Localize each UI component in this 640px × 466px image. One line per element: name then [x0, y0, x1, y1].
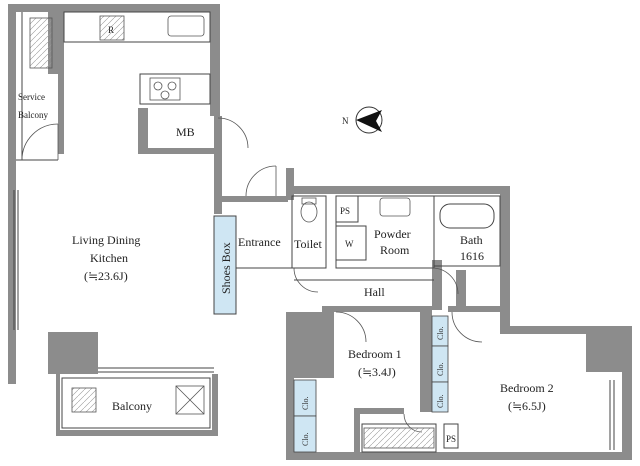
- label-ldk-2: Kitchen: [90, 251, 128, 265]
- label-hall: Hall: [364, 285, 385, 299]
- fixtures: [29, 15, 435, 449]
- label-bedroom2: Bedroom 2: [500, 381, 554, 395]
- label-ps-top: PS: [340, 206, 350, 216]
- label-clo-r2: Clo.: [436, 362, 445, 376]
- label-ps-bottom: PS: [446, 434, 456, 444]
- label-service-balcony-2: Balcony: [18, 110, 48, 120]
- interior-lines: [13, 11, 615, 453]
- label-balcony: Balcony: [112, 399, 152, 413]
- compass: N: [342, 106, 383, 134]
- label-clo-l2: Clo.: [301, 432, 310, 446]
- label-service-balcony-1: Service: [18, 92, 45, 102]
- label-bath-2: 1616: [460, 249, 484, 263]
- compass-needle-icon: [356, 110, 382, 132]
- label-powder-2: Room: [380, 243, 410, 257]
- label-fridge: R: [108, 25, 114, 35]
- label-shoes-box: Shoes Box: [219, 242, 233, 294]
- compass-label: N: [342, 116, 349, 126]
- label-entrance: Entrance: [238, 235, 281, 249]
- label-clo-r1: Clo.: [436, 326, 445, 340]
- label-clo-r3: Clo.: [436, 394, 445, 408]
- label-w: W: [345, 239, 354, 249]
- label-powder-1: Powder: [374, 227, 411, 241]
- label-clo-l1: Clo.: [301, 396, 310, 410]
- label-ldk-1: Living Dining: [72, 233, 140, 247]
- label-bath-1: Bath: [460, 233, 483, 247]
- outer-walls: [8, 4, 632, 460]
- door-swings: [21, 117, 483, 433]
- room-labels: R Service Balcony MB Living Dining Kitch…: [18, 25, 554, 446]
- closet-bed1-left-2: [293, 415, 317, 453]
- floor-area: [14, 10, 214, 370]
- label-mb: MB: [176, 125, 195, 139]
- label-bedroom2-area: (≒6.5J): [508, 399, 546, 413]
- closets: [293, 315, 449, 453]
- label-bedroom1-area: (≒3.4J): [358, 365, 396, 379]
- label-ldk-area: (≒23.6J): [84, 269, 128, 283]
- label-toilet: Toilet: [294, 237, 322, 251]
- label-bedroom1: Bedroom 1: [348, 347, 402, 361]
- closet-bed1-right-3: [431, 381, 449, 413]
